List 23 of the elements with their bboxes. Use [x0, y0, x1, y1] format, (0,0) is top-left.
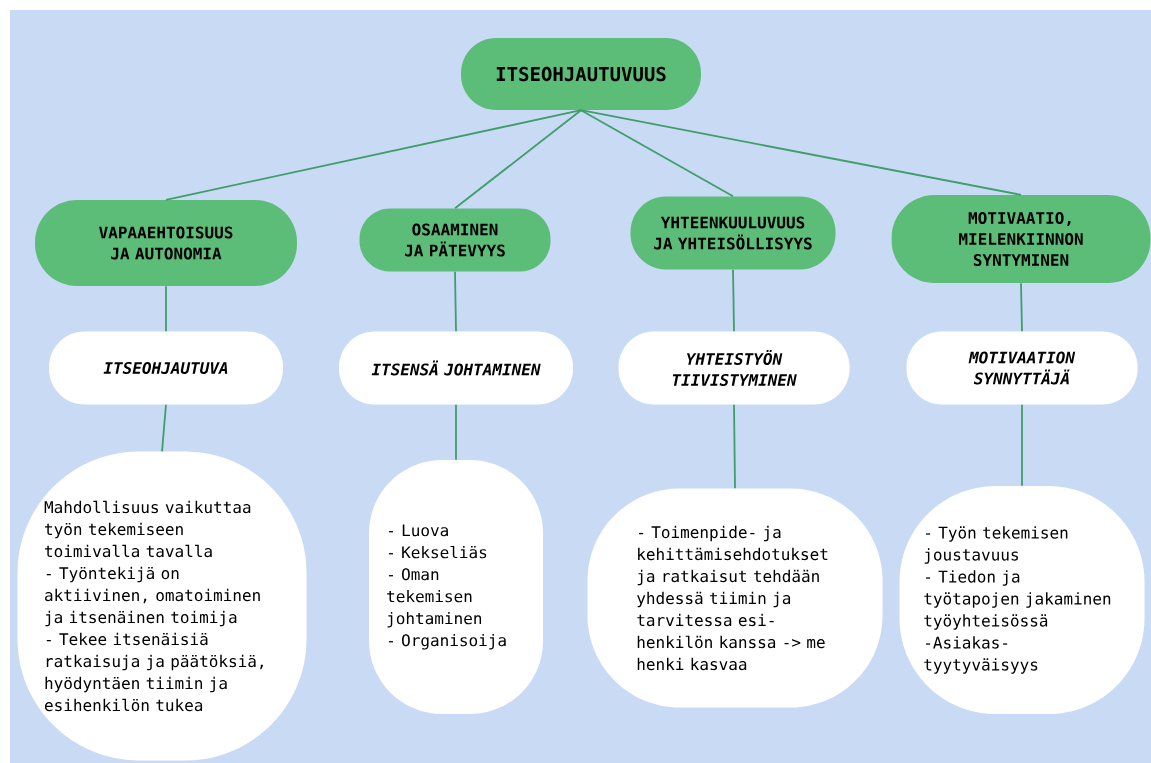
- category-box: MOTIVAATIO, MIELENKIINNON SYNTYMINEN: [891, 195, 1151, 283]
- connector-line: [1020, 282, 1023, 333]
- description-bubble: - Luova - Kekseliäs - Oman tekemisen johtaminen - Organisoija: [369, 460, 543, 714]
- connector-line: [733, 403, 736, 490]
- connector-line: [165, 109, 582, 201]
- subtopic-box: MOTIVAATION SYNNYTTÄJÄ: [906, 331, 1138, 405]
- connector-line: [1021, 403, 1023, 487]
- description-bubble: - Toimenpide- ja kehittämisehdotukset ja ratkaisut tehdään yhdessä tiimin ja tarvitessa esi-henkilön kanssa -> me henki kasvaa: [587, 488, 883, 708]
- subtopic-box: YHTEISTYÖN TIIVISTYMINEN: [618, 331, 850, 405]
- connector-line: [454, 270, 457, 333]
- connector-line: [732, 268, 735, 333]
- connector-line: [165, 285, 167, 333]
- description-bubble: - Työn tekemisen joustavuus - Tiedon ja työtapojen jakaminen työyhteisössä -Asiakas-tyytyväisyys: [899, 486, 1145, 714]
- connector-line: [580, 109, 734, 198]
- connector-line: [161, 403, 167, 453]
- description-bubble: Mahdollisuus vaikuttaa työn tekemiseen toimivalla tavalla - Työntekijä on aktiivinen, omatoiminen ja itsenäinen toimija - Tekee itsenäisiä ratkaisuja ja päätöksiä, hyödyntäen tiimin ja esihenkilön tukea: [17, 451, 307, 761]
- category-box: VAPAAEHTOISUUS JA AUTONOMIA: [35, 200, 297, 286]
- subtopic-box: ITSENSÄ JOHTAMINEN: [339, 331, 573, 405]
- connector-line: [580, 109, 1022, 196]
- subtopic-box: ITSEOHJAUTUVA: [49, 331, 283, 405]
- connector-line: [455, 403, 457, 461]
- connector-line: [454, 109, 582, 210]
- main-topic-box: ITSEOHJAUTUVUUS: [461, 38, 701, 110]
